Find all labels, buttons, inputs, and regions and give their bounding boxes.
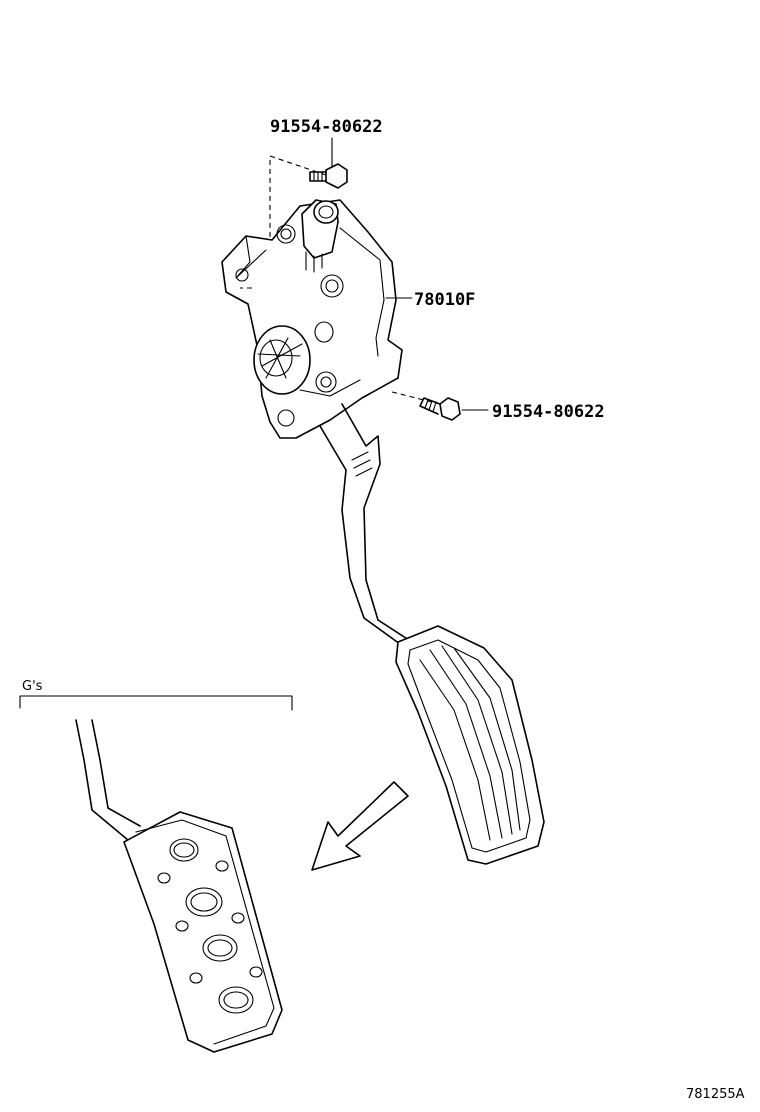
variant-bracket — [19, 695, 293, 711]
pivot-hub — [253, 325, 311, 395]
variant-label: G's — [22, 679, 43, 694]
direction-arrow — [311, 781, 409, 871]
callout-pedal-assembly: 78010F — [414, 290, 475, 310]
dashed-guide-right — [391, 391, 441, 405]
gs-pedal-pad — [123, 811, 283, 1053]
pedal-arm — [319, 403, 413, 645]
callout-bolt-top: 91554-80622 — [270, 117, 383, 137]
gs-pedal-arm — [75, 719, 141, 841]
illustration-code: 781255A — [686, 1087, 745, 1102]
bracket-holes — [276, 224, 344, 427]
sensor-connector — [301, 199, 339, 273]
callout-bolt-right: 91554-80622 — [492, 402, 605, 422]
bolt-right — [419, 397, 461, 421]
bolt-top — [309, 163, 348, 189]
pedal-pad — [395, 625, 545, 865]
